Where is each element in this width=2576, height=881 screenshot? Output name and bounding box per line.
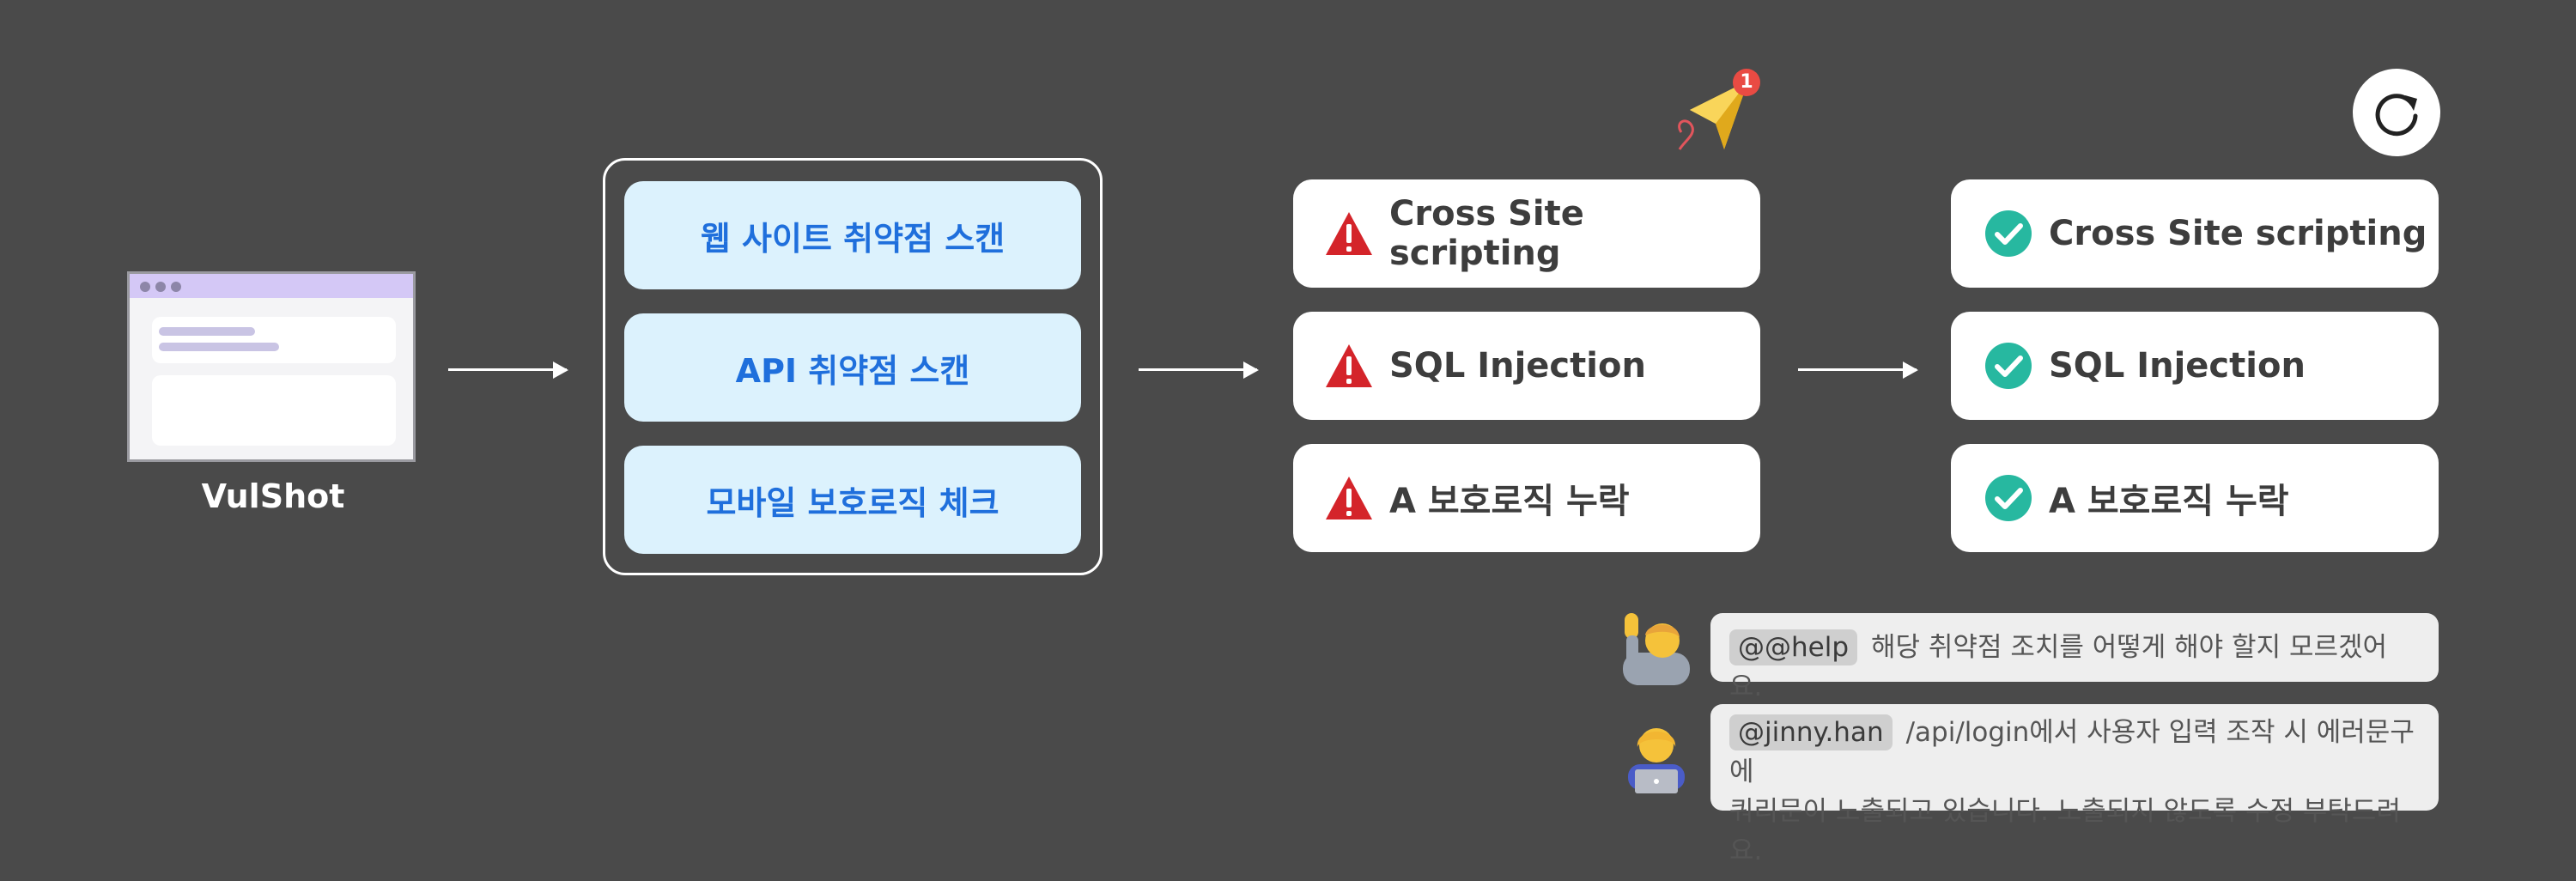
comment-text: 해당 취약점 조치를 어떻게 해야 할지 모르겠어요. [1729, 632, 2388, 702]
resolved-card: A 보호로직 누락 [1951, 444, 2439, 552]
vulshot-browser-illustration [127, 271, 416, 462]
mention-tag: @jinny.han [1729, 714, 1893, 750]
finding-card: Cross Site scripting [1293, 179, 1760, 288]
flow-arrow [1798, 362, 1918, 379]
finding-label: A 보호로직 누락 [1389, 482, 1630, 521]
scan-item-mobile: 모바일 보호로직 체크 [624, 446, 1081, 554]
person-with-laptop-icon [1628, 728, 1685, 793]
comment: @jinny.han/api/login에서 사용자 입력 조작 시 에러문구에… [1710, 704, 2439, 866]
warning-icon [1326, 344, 1372, 387]
browser-title-bar [130, 274, 413, 298]
check-circle-icon [1985, 210, 2032, 257]
flow-arrow [1139, 362, 1259, 379]
refresh-icon [2375, 94, 2418, 137]
person-raising-hand-icon [1623, 613, 1690, 685]
finding-label: Cross Site scripting [1389, 194, 1584, 273]
resolved-label: Cross Site scripting [2049, 214, 2427, 253]
browser-dot-icon [155, 282, 166, 292]
mention-tag: @@help [1729, 629, 1858, 665]
notification-count: 1 [1740, 71, 1753, 93]
warning-icon [1326, 212, 1372, 255]
scan-item-api: API 취약점 스캔 [624, 313, 1081, 422]
resolved-card: Cross Site scripting [1951, 179, 2439, 288]
refresh-button [2353, 69, 2440, 156]
browser-content-card [152, 375, 396, 446]
comment-text: 쿼리문이 노출되고 있습니다. 노출되지 않도록 수정 부탁드려요. [1729, 796, 2401, 866]
avatar [1621, 611, 1692, 685]
avatar [1621, 721, 1692, 795]
finding-label: SQL Injection [1389, 346, 1646, 386]
notification: 1 [1674, 67, 1769, 153]
scan-group: 웹 사이트 취약점 스캔 API 취약점 스캔 모바일 보호로직 체크 [603, 158, 1103, 575]
placeholder-line [159, 343, 279, 351]
scan-item-web: 웹 사이트 취약점 스캔 [624, 181, 1081, 289]
vulshot-label: VulShot [201, 477, 345, 515]
check-circle-icon [1985, 343, 2032, 389]
browser-dot-icon [171, 282, 181, 292]
finding-card: SQL Injection [1293, 312, 1760, 420]
browser-content-card [152, 317, 396, 363]
paper-plane-icon [1678, 69, 1760, 150]
flow-arrow [448, 362, 568, 379]
finding-card: A 보호로직 누락 [1293, 444, 1760, 552]
placeholder-line [159, 327, 255, 336]
resolved-label: SQL Injection [2049, 346, 2306, 386]
resolved-card: SQL Injection [1951, 312, 2439, 420]
check-circle-icon [1985, 475, 2032, 521]
warning-icon [1326, 477, 1372, 519]
comment-text: /api/login에서 사용자 입력 조작 시 에러문구에 [1729, 717, 2415, 787]
resolved-label: A 보호로직 누락 [2049, 482, 2289, 521]
browser-dot-icon [140, 282, 150, 292]
